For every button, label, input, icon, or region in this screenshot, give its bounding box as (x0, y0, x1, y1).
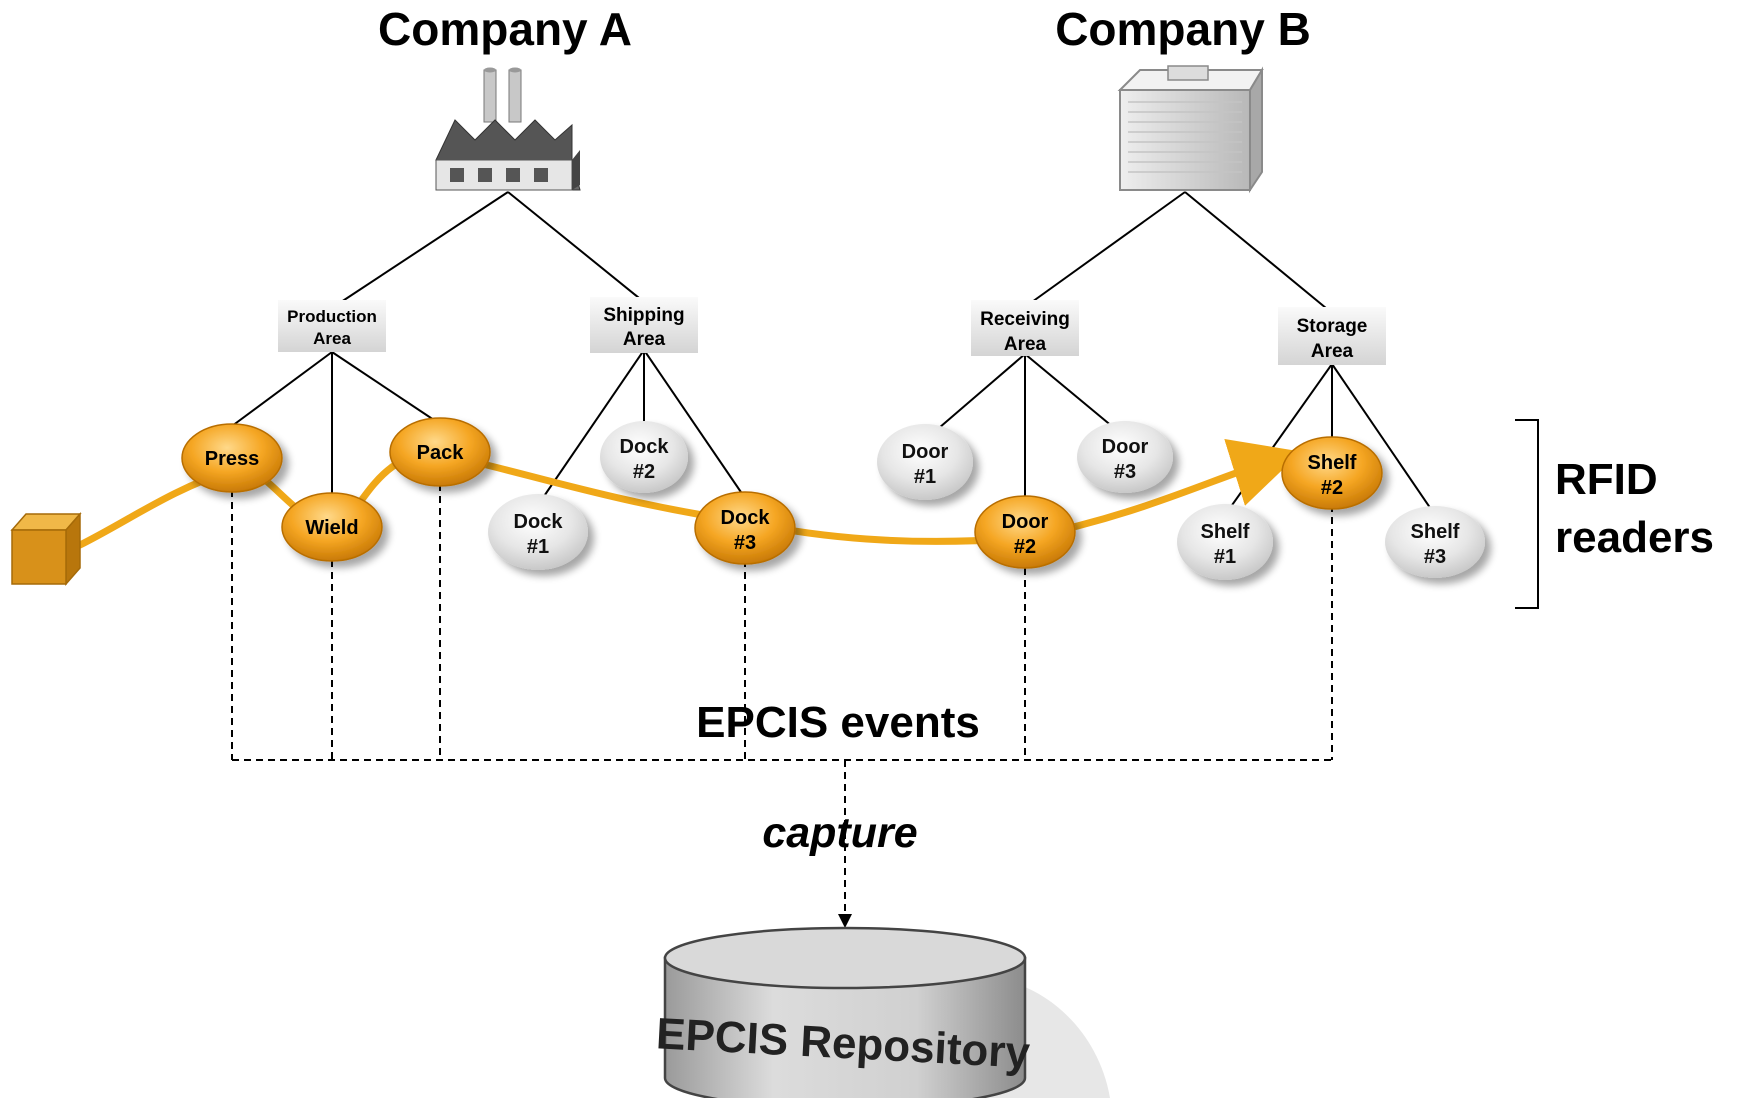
rfid-reader-door3-line1: Door (1102, 436, 1149, 458)
capture-arrow-head (838, 914, 852, 928)
rfid-reader-dock3-line2: #3 (734, 532, 756, 554)
rfid-reader-door1: Door #1 (877, 424, 973, 500)
rfid-reader-wield-label: Wield (305, 517, 358, 539)
rfid-reader-door2-line2: #2 (1014, 536, 1036, 558)
area-production: Production Area (278, 300, 386, 352)
rfid-reader-dock1: Dock #1 (488, 494, 588, 570)
rfid-reader-door3: Door #3 (1077, 421, 1173, 493)
rfid-reader-dock2: Dock #2 (600, 421, 688, 493)
company-a-title: Company A (378, 3, 632, 55)
rfid-reader-shelf1-line2: #1 (1214, 546, 1236, 568)
rfid-reader-dock1-shape (488, 494, 588, 570)
rfid-label-line2: readers (1555, 513, 1714, 562)
rfid-reader-dock3-shape (694, 491, 796, 565)
area-storage-line1: Storage (1297, 316, 1368, 337)
rfid-reader-dock2-line1: Dock (620, 436, 670, 458)
rfid-reader-shelf3-line1: Shelf (1411, 521, 1460, 543)
area-production-line1: Production (287, 307, 377, 326)
rfid-reader-pack-label: Pack (417, 442, 465, 464)
rfid-reader-door1-line2: #1 (914, 466, 936, 488)
rfid-reader-door3-shape (1077, 421, 1173, 493)
company-b-title: Company B (1055, 3, 1311, 55)
area-storage: Storage Area (1278, 307, 1386, 365)
factory-icon (435, 67, 581, 191)
rfid-reader-door2-line1: Door (1002, 511, 1049, 533)
area-receiving: Receiving Area (971, 300, 1079, 356)
rfid-reader-shelf1-line1: Shelf (1201, 521, 1250, 543)
area-receiving-line2: Area (1004, 334, 1047, 355)
rfid-reader-dock1-line2: #1 (527, 536, 549, 558)
rfid-reader-pack: Pack (389, 417, 491, 487)
rfid-reader-shelf2-line1: Shelf (1308, 452, 1357, 474)
product-box-icon (10, 512, 82, 586)
hierarchy-lines (231, 191, 1436, 516)
rfid-reader-shelf1-shape (1177, 504, 1273, 580)
rfid-reader-dock3-line1: Dock (721, 507, 771, 529)
rfid-reader-shelf2: Shelf #2 (1281, 436, 1383, 510)
rfid-reader-door2-shape (974, 495, 1076, 569)
rfid-reader-door3-line2: #3 (1114, 461, 1136, 483)
rfid-reader-dock2-shape (600, 421, 688, 493)
area-shipping-line1: Shipping (603, 305, 684, 326)
rfid-reader-door1-line1: Door (902, 441, 949, 463)
rfid-reader-shelf3: Shelf #3 (1385, 506, 1485, 578)
rfid-reader-pack-shape (389, 417, 491, 487)
epcis-events-label: EPCIS events (696, 698, 980, 747)
repository-top (663, 926, 1027, 990)
rfid-reader-shelf3-line2: #3 (1424, 546, 1446, 568)
rfid-reader-door2: Door #2 (974, 495, 1076, 569)
rfid-readers-bracket (1515, 419, 1539, 609)
area-shipping-line2: Area (623, 329, 666, 350)
rfid-reader-door1-shape (877, 424, 973, 500)
rfid-reader-press-label: Press (205, 448, 260, 470)
area-production-line2: Area (313, 329, 351, 348)
rfid-reader-dock1-line1: Dock (514, 511, 564, 533)
rfid-reader-press: Press (181, 423, 283, 493)
area-receiving-line1: Receiving (980, 309, 1070, 330)
rfid-reader-press-shape (181, 423, 283, 493)
office-building-icon (1117, 65, 1264, 194)
capture-label: capture (762, 809, 917, 857)
rfid-reader-shelf3-shape (1385, 506, 1485, 578)
rfid-reader-shelf2-shape (1281, 436, 1383, 510)
epcis-event-lines (231, 484, 1333, 915)
rfid-label-line1: RFID (1555, 455, 1658, 504)
rfid-reader-dock2-line2: #2 (633, 461, 655, 483)
epcis-repository: EPCIS Repository (655, 926, 1110, 1098)
area-shipping: Shipping Area (590, 297, 698, 353)
rfid-reader-wield-shape (281, 492, 383, 562)
rfid-reader-shelf1: Shelf #1 (1177, 504, 1273, 580)
rfid-reader-dock3: Dock #3 (694, 491, 796, 565)
area-storage-line2: Area (1311, 341, 1354, 362)
rfid-reader-wield: Wield (281, 492, 383, 562)
rfid-reader-shelf2-line2: #2 (1321, 477, 1343, 499)
